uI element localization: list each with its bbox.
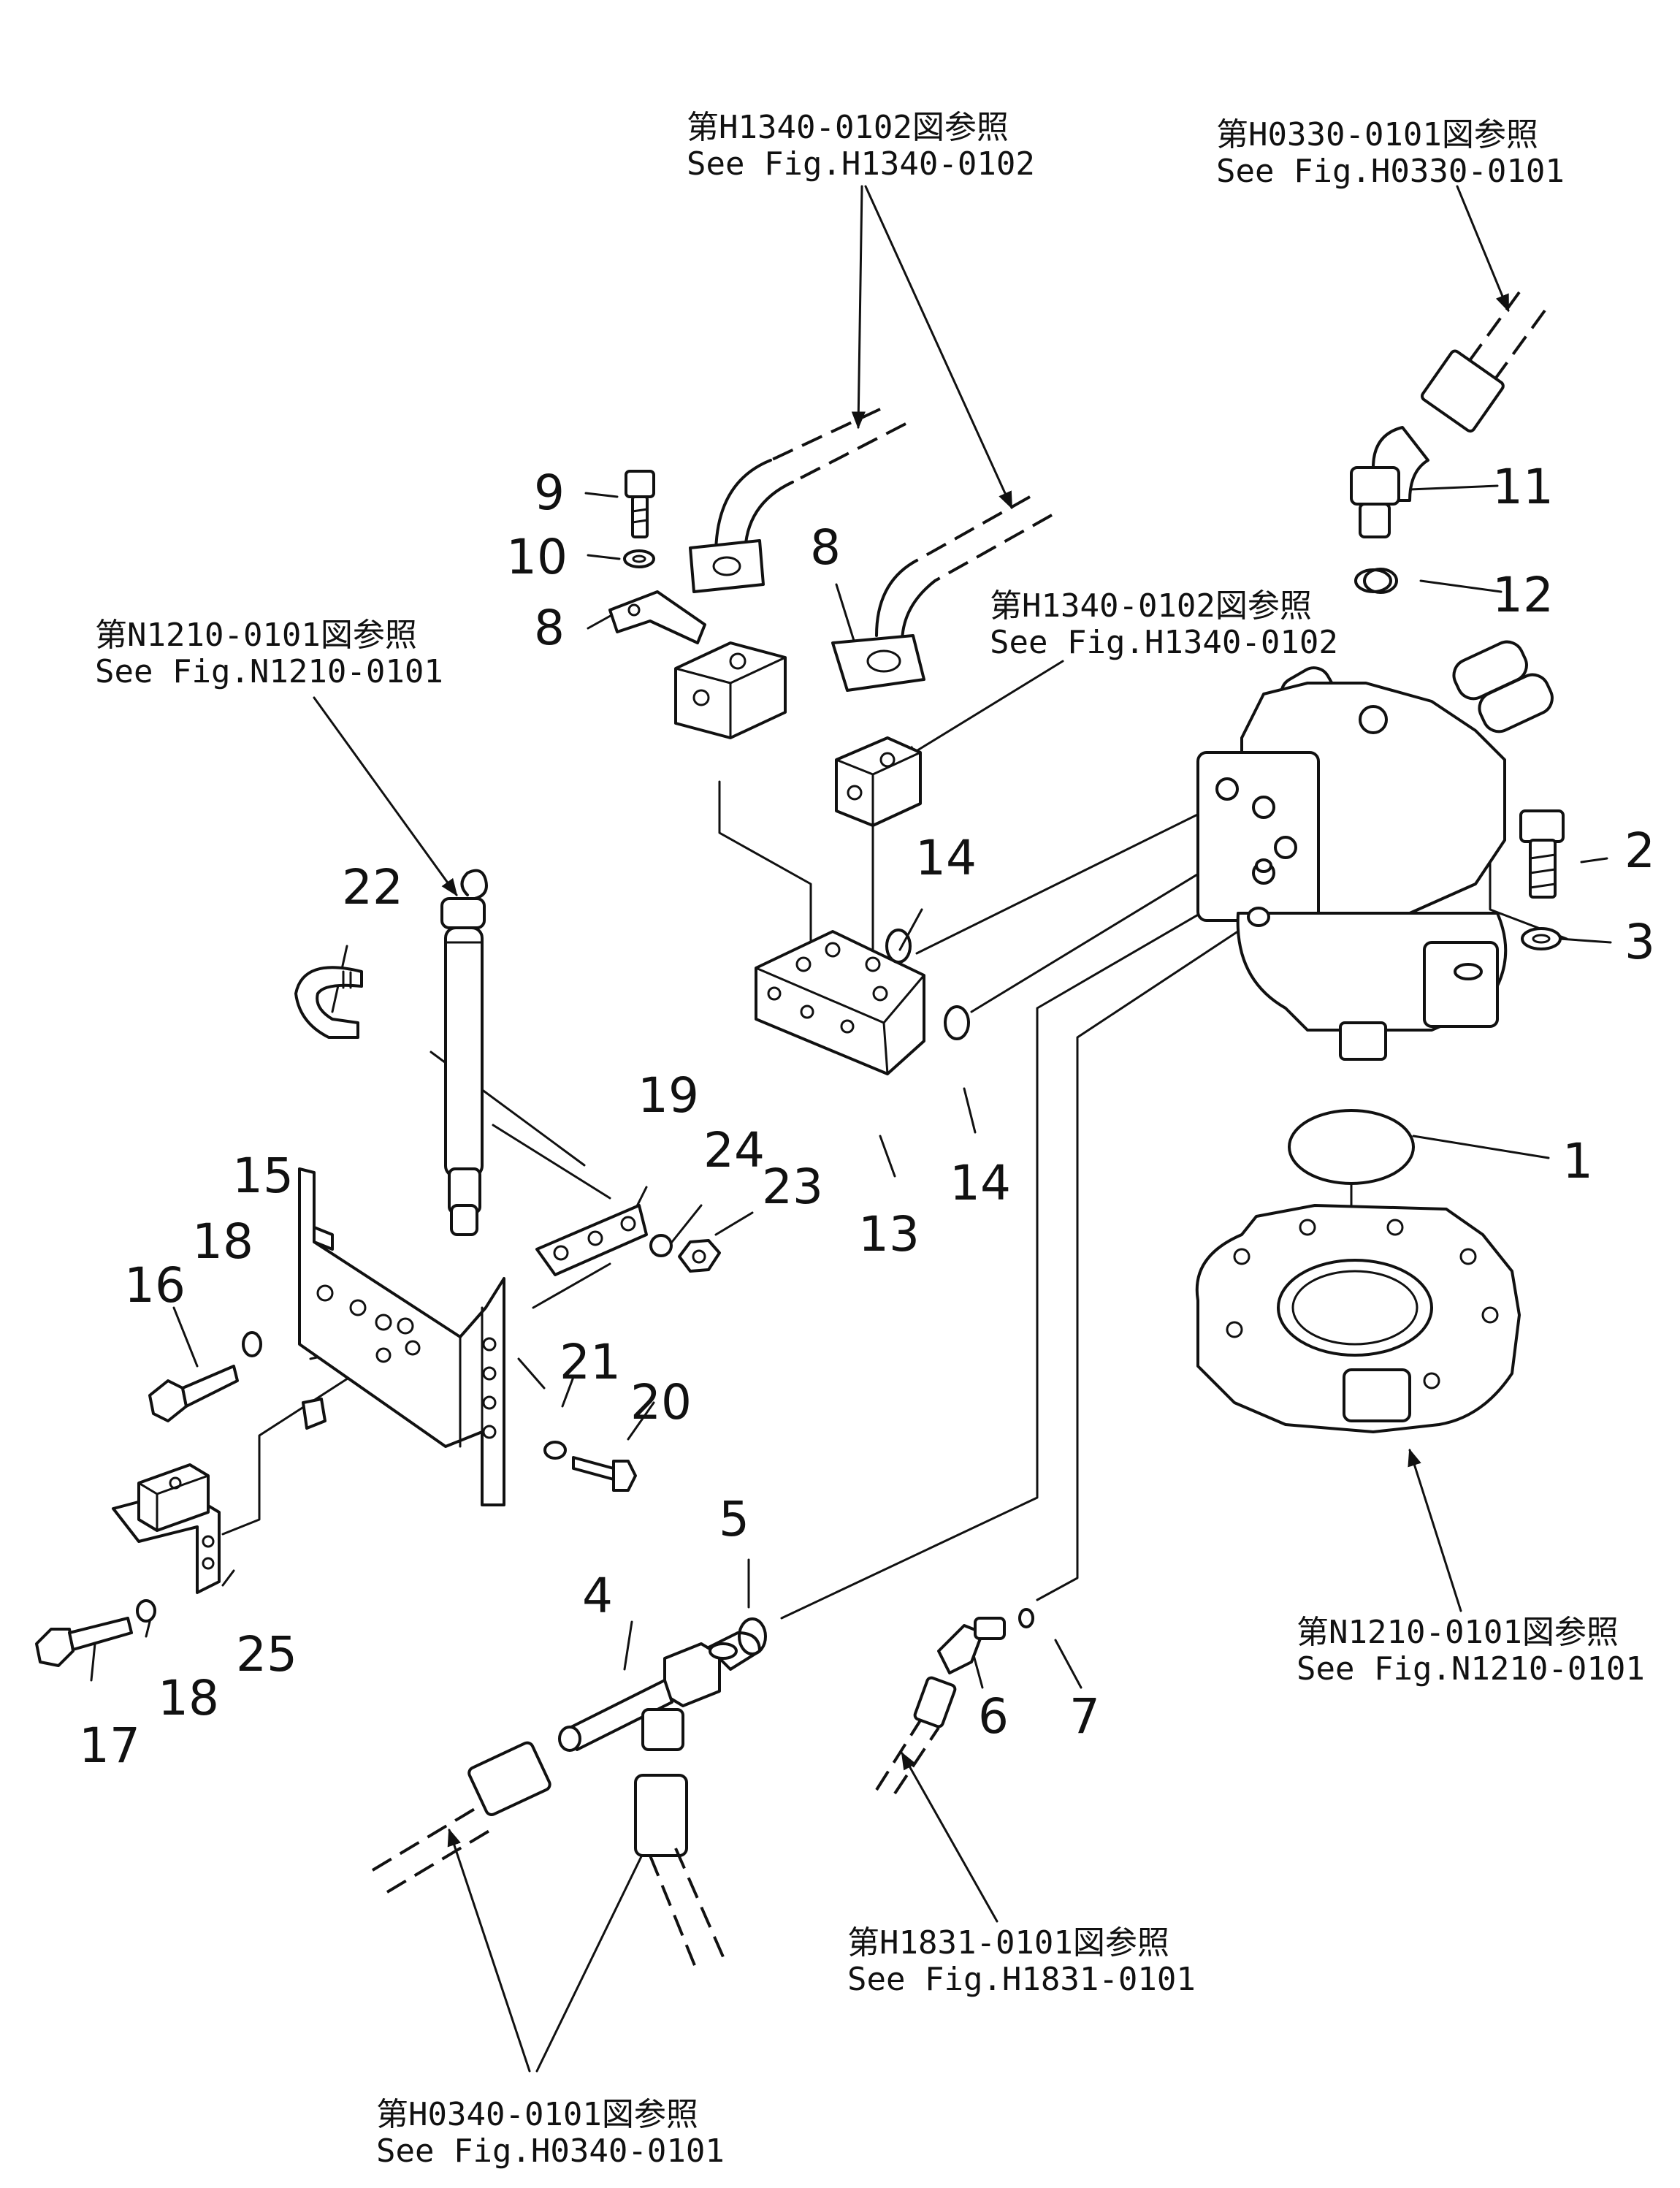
part-callout-16: 16: [124, 1257, 186, 1314]
part-callout-21: 21: [560, 1334, 621, 1390]
bracket-part-15: [298, 1167, 505, 1506]
manifold-block-part-13: [755, 930, 925, 1075]
tee-fitting-part-4: [558, 1631, 761, 1752]
part-callout-7: 7: [1069, 1688, 1100, 1745]
part-callout-10: 10: [506, 529, 568, 585]
reference-en: See Fig.H1831-0101: [847, 1961, 1196, 1998]
part-callout-24: 24: [703, 1122, 765, 1178]
part-callout-6: 6: [978, 1688, 1009, 1745]
part-callout-8b: 8: [534, 600, 565, 656]
part-callout-17: 17: [79, 1718, 140, 1774]
part-callout-18a: 18: [192, 1213, 253, 1270]
reference-jp: 第N1210-0101図参照: [1297, 1614, 1619, 1651]
part-callout-8a: 8: [810, 519, 841, 576]
hose-h0340-right: [634, 1774, 728, 1973]
reference-en: See Fig.N1210-0101: [1297, 1650, 1645, 1688]
reference-en: See Fig.H0340-0101: [376, 2132, 725, 2170]
reference-label-h0330: 第H0330-0101図参照 See Fig.H0330-0101: [1216, 117, 1565, 190]
reference-en: See Fig.H0330-0101: [1216, 153, 1565, 190]
washer-part-21: [543, 1441, 567, 1460]
o-ring-part-14-upper: [885, 929, 912, 964]
part-callout-3: 3: [1624, 914, 1655, 970]
bolt-part-17: [35, 1617, 133, 1667]
washer-part-10: [623, 549, 655, 568]
part-callout-5: 5: [719, 1491, 749, 1547]
bolt-part-16: [148, 1365, 239, 1422]
strip-part-19: [535, 1204, 648, 1276]
part-callout-18b: 18: [158, 1670, 219, 1726]
washer-part-3: [1521, 927, 1562, 950]
reference-label-h1340-mid: 第H1340-0102図参照 See Fig.H1340-0102: [990, 588, 1338, 661]
part-callout-9: 9: [534, 465, 565, 521]
o-ring-part-1: [1288, 1109, 1415, 1185]
hose-h1340-left: [689, 408, 906, 593]
reference-label-h0340: 第H0340-0101図参照 See Fig.H0340-0101: [376, 2097, 725, 2170]
reference-jp: 第H0330-0101図参照: [1216, 116, 1538, 153]
swivel-joint-body: [1196, 640, 1554, 1061]
nut-part-23: [678, 1239, 721, 1273]
holder-part-25: [112, 1463, 221, 1594]
reference-label-h1831: 第H1831-0101図参照 See Fig.H1831-0101: [847, 1925, 1196, 1998]
part-callout-22: 22: [342, 859, 403, 915]
clamp-part-22: [294, 966, 363, 1039]
reference-label-n1210-left: 第N1210-0101図参照 See Fig.N1210-0101: [95, 617, 443, 690]
part-callout-25: 25: [236, 1626, 297, 1682]
housing-n1210: [1195, 1204, 1521, 1433]
reference-label-n1210-right: 第N1210-0101図参照 See Fig.N1210-0101: [1297, 1615, 1645, 1688]
reference-jp: 第H1831-0101図参照: [847, 1924, 1169, 1962]
manifold-block-upper-right: [835, 736, 922, 827]
reference-label-h1340-top: 第H1340-0102図参照 See Fig.H1340-0102: [687, 110, 1035, 183]
reference-en: See Fig.H1340-0102: [687, 145, 1035, 183]
part-callout-15: 15: [232, 1148, 294, 1204]
part-callout-19: 19: [638, 1067, 699, 1124]
hose-h0340-left: [371, 1741, 551, 1894]
reference-jp: 第H1340-0102図参照: [990, 587, 1312, 625]
bolt-part-2: [1519, 809, 1565, 899]
o-ring-part-12: [1354, 568, 1392, 593]
reference-en: See Fig.H1340-0102: [990, 624, 1338, 661]
elbow-part-6: [937, 1617, 1006, 1674]
manifold-block-upper-left: [674, 641, 787, 739]
elbow-fitting-part-11: [1350, 291, 1546, 594]
part-callout-11: 11: [1492, 459, 1554, 515]
bolt-part-20: [572, 1456, 637, 1492]
reference-en: See Fig.N1210-0101: [95, 653, 443, 690]
hose-h1831: [875, 1676, 957, 1795]
hose-h1340-right: [831, 495, 1053, 692]
part-callout-23: 23: [762, 1159, 823, 1215]
washer-part-18-lower: [136, 1599, 156, 1623]
part-callout-1: 1: [1562, 1133, 1593, 1189]
split-flange-part-8: [608, 590, 706, 644]
tube-n1210: [440, 869, 488, 1236]
reference-jp: 第H0340-0101図参照: [376, 2096, 698, 2133]
part-callout-12: 12: [1492, 567, 1554, 623]
o-ring-part-7: [1018, 1608, 1034, 1628]
washer-part-24: [649, 1234, 673, 1257]
o-ring-part-5: [738, 1617, 767, 1655]
part-callout-14b: 14: [950, 1155, 1011, 1211]
part-callout-2: 2: [1624, 823, 1655, 879]
reference-jp: 第H1340-0102図参照: [687, 109, 1009, 146]
part-callout-20: 20: [630, 1374, 692, 1430]
reference-jp: 第N1210-0101図参照: [95, 617, 417, 654]
bolt-part-9: [625, 470, 655, 538]
washer-part-18-upper: [242, 1331, 262, 1357]
part-callout-14a: 14: [915, 830, 977, 886]
o-ring-part-14-lower: [944, 1005, 970, 1040]
part-callout-4: 4: [582, 1568, 613, 1624]
part-callout-13: 13: [858, 1206, 920, 1262]
